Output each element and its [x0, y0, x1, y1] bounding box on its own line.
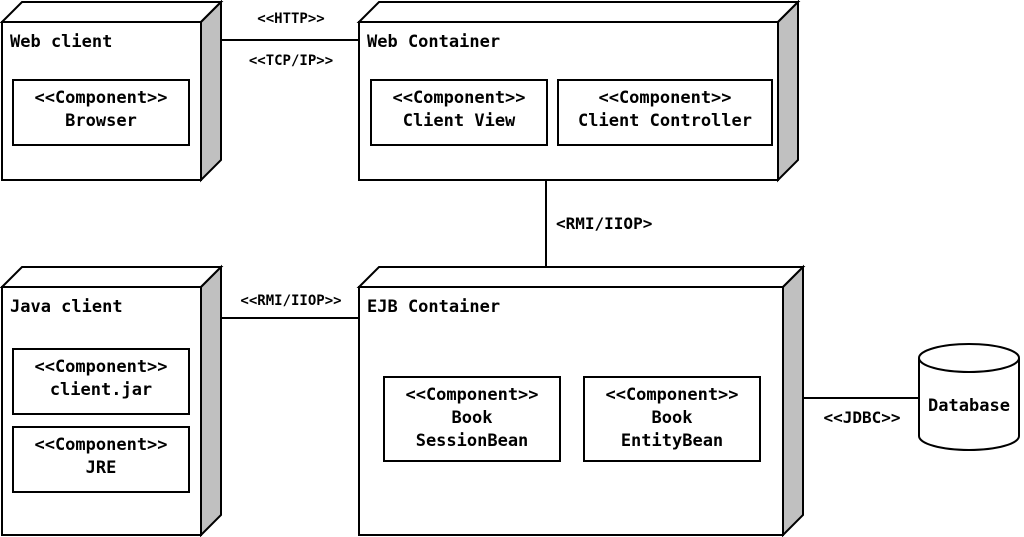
component-client-controller: <<Component>> Client Controller [557, 79, 773, 146]
component-stereotype: <<Component>> [405, 385, 538, 405]
node-java-client-top-face [0, 266, 224, 288]
node-web-container-title: Web Container [367, 32, 500, 52]
node-java-client: Java client <<Component>> client.jar <<C… [0, 264, 224, 537]
component-stereotype: <<Component>> [34, 357, 167, 377]
component-client-view: <<Component>> Client View [370, 79, 548, 146]
connector-label-jdbc: <<JDBC>> [823, 408, 900, 427]
node-java-client-title: Java client [10, 297, 123, 317]
component-name-line-2: EntityBean [621, 431, 723, 451]
component-name-line-2: SessionBean [416, 431, 529, 451]
node-ejb-container-side-face [782, 264, 804, 537]
connector-label-http: <<HTTP>> [257, 11, 324, 27]
node-web-client: Web client <<Component>> Browser [0, 0, 224, 183]
component-name-line-1: Book [652, 408, 693, 428]
component-stereotype: <<Component>> [392, 88, 525, 108]
database-cylinder-body [918, 358, 1020, 451]
component-client-controller-box [557, 79, 773, 146]
component-name: client.jar [50, 380, 152, 400]
node-web-container: Web Container <<Component>> Client View … [356, 0, 801, 183]
component-jre: <<Component>> JRE [12, 426, 190, 493]
connector-label-rmi-iiop-vertical: <RMI/IIOP> [556, 214, 652, 233]
node-web-client-top-face [0, 1, 224, 23]
database-cylinder: Database [918, 343, 1020, 451]
node-java-client-side-face [200, 264, 222, 537]
component-browser-box [12, 79, 190, 146]
database-label: Database [928, 396, 1010, 416]
component-client-view-box [370, 79, 548, 146]
component-stereotype: <<Component>> [598, 88, 731, 108]
connector-label-rmi-iiop-java: <<RMI/IIOP>> [240, 293, 341, 309]
component-book-sessionbean-box [383, 376, 561, 462]
database-cylinder-top [918, 343, 1020, 373]
component-client-jar-box [12, 348, 190, 415]
node-ejb-container-top-face [356, 266, 806, 288]
node-web-client-title: Web client [10, 32, 112, 52]
component-stereotype: <<Component>> [34, 435, 167, 455]
component-name: Client View [403, 111, 516, 131]
component-book-sessionbean: <<Component>> Book SessionBean [383, 376, 561, 462]
component-name-line-1: Book [452, 408, 493, 428]
component-stereotype: <<Component>> [34, 88, 167, 108]
component-stereotype: <<Component>> [605, 385, 738, 405]
component-name: Browser [65, 111, 137, 131]
node-web-container-side-face [777, 0, 799, 183]
node-web-client-side-face [200, 0, 222, 183]
component-book-entitybean: <<Component>> Book EntityBean [583, 376, 761, 462]
node-ejb-container-title: EJB Container [367, 297, 500, 317]
component-client-jar: <<Component>> client.jar [12, 348, 190, 415]
component-browser: <<Component>> Browser [12, 79, 190, 146]
component-name: JRE [86, 458, 117, 478]
component-jre-box [12, 426, 190, 493]
node-web-container-top-face [356, 1, 801, 23]
node-ejb-container: EJB Container <<Component>> Book Session… [356, 264, 806, 537]
connector-label-tcp-ip: <<TCP/IP>> [249, 53, 333, 69]
component-name: Client Controller [578, 111, 752, 131]
component-book-entitybean-box [583, 376, 761, 462]
